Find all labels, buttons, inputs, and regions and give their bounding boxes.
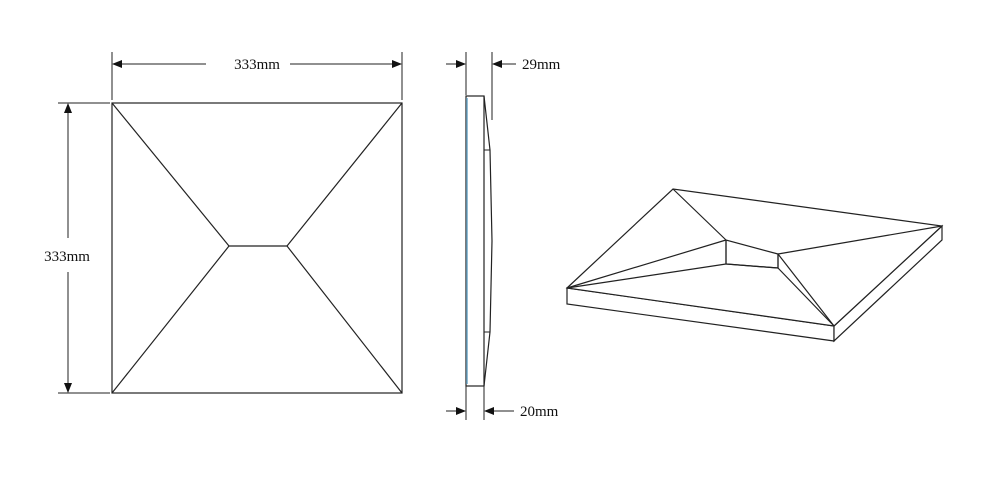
front-diagonal-top-left bbox=[111, 102, 230, 247]
front-diagonal-top-right bbox=[286, 102, 403, 247]
side-total-thickness-label: 29mm bbox=[522, 57, 561, 73]
iso-ridge-front-right bbox=[777, 267, 835, 327]
side-panel-base bbox=[465, 95, 485, 387]
isometric-view bbox=[565, 188, 944, 343]
iso-ridge-back-left bbox=[672, 188, 727, 241]
iso-facet-center-front bbox=[725, 263, 779, 269]
side-view: 29mm 20mm bbox=[446, 52, 561, 420]
iso-ridge-front-left bbox=[566, 263, 727, 289]
side-pyramid-profile bbox=[483, 95, 493, 387]
front-diagonal-bottom-right bbox=[286, 245, 403, 394]
front-width-label: 333mm bbox=[234, 57, 280, 73]
front-height-label: 333mm bbox=[44, 249, 90, 265]
front-view: 333mm 333mm bbox=[44, 52, 403, 394]
side-base-thickness-label: 20mm bbox=[520, 404, 559, 420]
iso-facet-left-upper bbox=[566, 239, 727, 289]
iso-ridge-back-right bbox=[777, 225, 943, 255]
iso-facet-right-upper bbox=[777, 253, 835, 327]
front-panel-outline bbox=[111, 102, 403, 394]
front-diagonal-bottom-left bbox=[111, 245, 230, 394]
